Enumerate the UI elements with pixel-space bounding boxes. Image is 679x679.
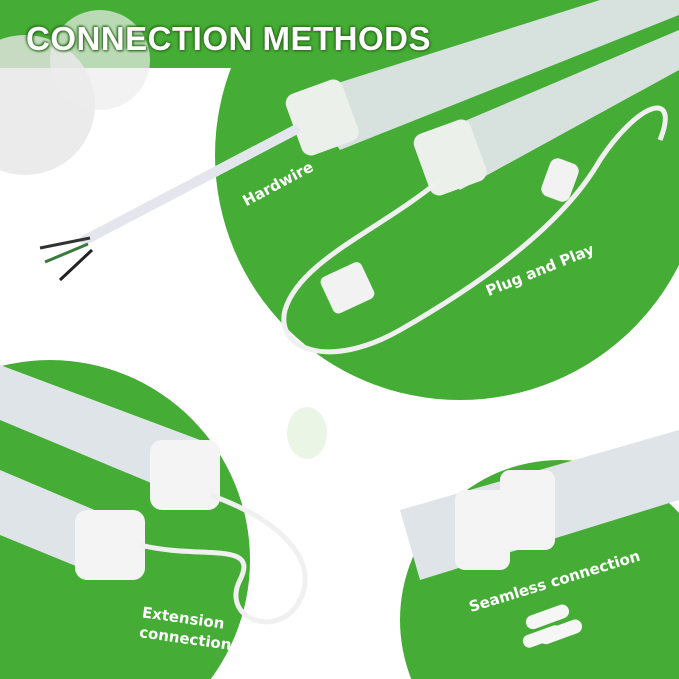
led-tube-top bbox=[285, 0, 679, 196]
connector-pieces bbox=[522, 604, 583, 648]
page-title: CONNECTION METHODS bbox=[26, 20, 431, 57]
